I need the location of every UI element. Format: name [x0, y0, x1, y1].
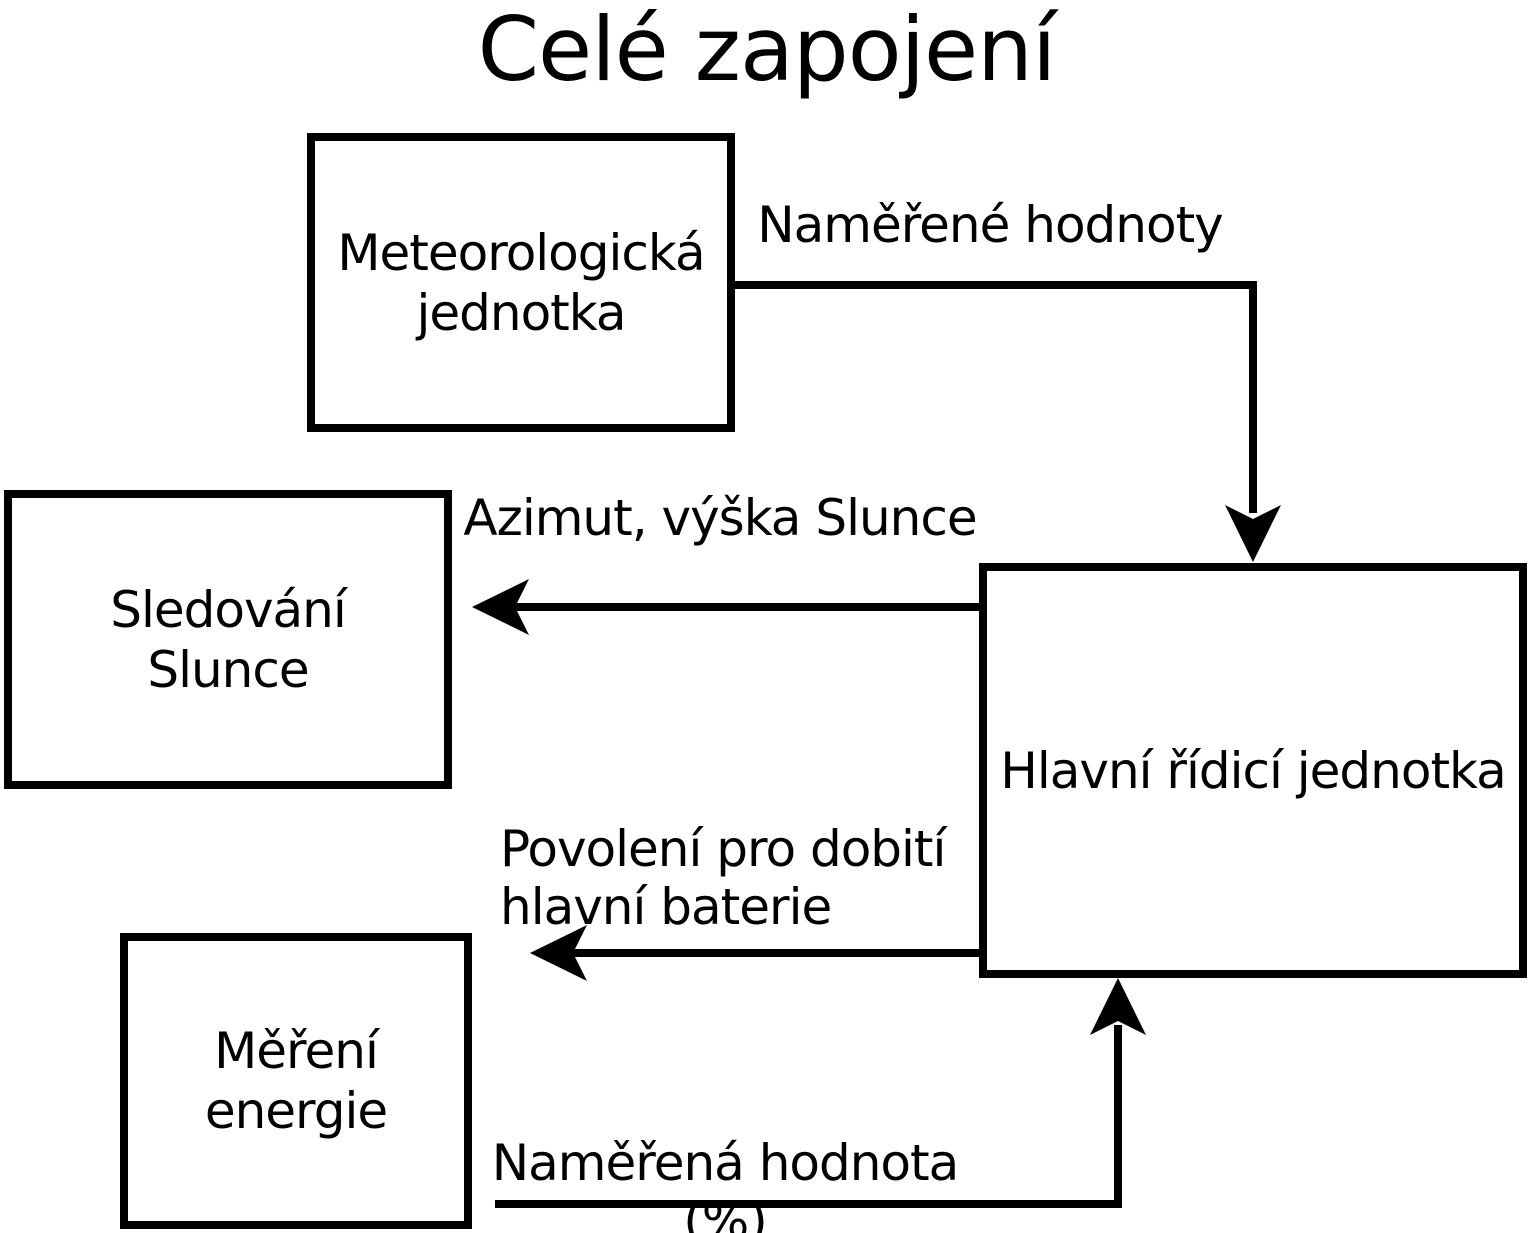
arrowhead-left-icon: [472, 579, 529, 635]
node-mereni-energie: Měření energie: [120, 933, 472, 1229]
arrow-segment-horizontal: [735, 281, 1257, 289]
arrowhead-up-icon: [1090, 978, 1146, 1035]
edge-label-povoleni-pro-dobiti: Povolení pro dobití hlavní baterie: [500, 820, 946, 936]
arrowhead-left-icon: [530, 925, 587, 981]
arrow-segment-vertical: [1114, 1025, 1122, 1208]
edge-label-azimut-vyska-slunce: Azimut, výška Slunce: [463, 489, 977, 547]
node-label: Hlavní řídicí jednotka: [1000, 741, 1507, 800]
node-hlavni-ridici-jednotka: Hlavní řídicí jednotka: [979, 563, 1527, 978]
node-meteorologicka-jednotka: Meteorologická jednotka: [307, 133, 735, 432]
diagram-title: Celé zapojení: [477, 0, 1057, 101]
arrowhead-down-icon: [1225, 505, 1281, 562]
node-sledovani-slunce: Sledování Slunce: [4, 490, 452, 789]
node-label: Meteorologická jednotka: [337, 223, 705, 342]
edge-label-namerena-hodnota: Naměřená hodnota (%): [491, 1134, 960, 1233]
node-label: Měření energie: [204, 1022, 388, 1140]
arrow-segment-vertical: [1249, 281, 1257, 513]
edge-label-namerene-hodnoty: Naměřené hodnoty: [757, 196, 1224, 254]
arrow-segment-horizontal: [510, 603, 980, 611]
arrow-segment-horizontal: [495, 1200, 1122, 1208]
node-label: Sledování Slunce: [110, 580, 347, 699]
arrow-segment-horizontal: [568, 949, 980, 957]
